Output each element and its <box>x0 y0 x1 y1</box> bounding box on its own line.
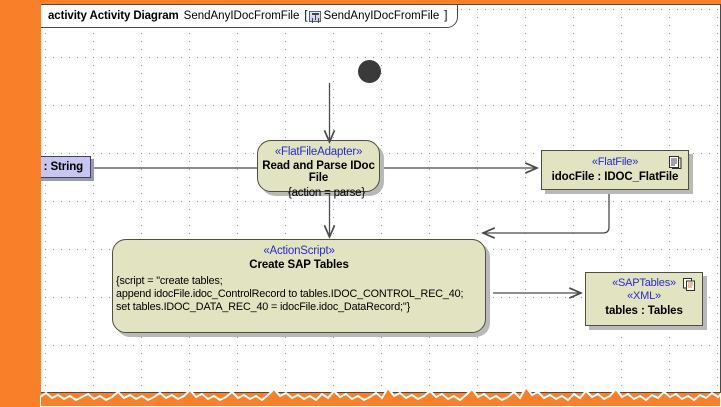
object-node-tables[interactable]: «SAPTables» «XML» tables : Tables <box>585 272 703 326</box>
object-node-idocfile[interactable]: «FlatFile» idocFile : IDOC_FlatFile <box>541 150 689 190</box>
action-name: Create SAP Tables <box>249 259 349 271</box>
activity-diagram-icon <box>308 10 321 22</box>
diagram-name: SendAnyIDocFromFile <box>183 10 300 22</box>
bracket-open: [ <box>304 10 308 22</box>
initial-node[interactable] <box>358 60 381 83</box>
action-constraint: {action = parse} <box>287 187 365 199</box>
bracket-close: ] <box>444 10 448 22</box>
action-script-line: set tables.IDOC_DATA_REC_40 = idocFile.i… <box>116 301 411 314</box>
torn-paper-edge <box>40 385 721 407</box>
diagram-title-tab[interactable]: activity Activity Diagram SendAnyIDocFro… <box>41 5 459 28</box>
action-read-and-parse-idoc-file[interactable]: «FlatFileAdapter» Read and Parse IDoc Fi… <box>257 140 380 199</box>
object-stereotype: «FlatFile» <box>591 156 639 168</box>
action-name: Read and Parse IDoc File <box>262 160 375 184</box>
action-stereotype: «ActionScript» <box>263 245 335 257</box>
action-create-sap-tables[interactable]: «ActionScript» Create SAP Tables {script… <box>112 239 486 333</box>
activity-diagram-frame: activity Activity Diagram SendAnyIDocFro… <box>40 4 721 393</box>
object-name: idocFile : IDOC_FlatFile <box>551 171 679 183</box>
canvas-left-margin <box>0 0 41 407</box>
diagram-keyword: activity Activity Diagram <box>48 10 179 22</box>
document-icon <box>669 156 682 169</box>
object-name: tables : Tables <box>605 305 683 317</box>
action-script-line: {script = "create tables; <box>116 275 223 287</box>
multi-document-icon <box>683 278 695 291</box>
action-stereotype: «FlatFileAdapter» <box>274 146 363 158</box>
object-stereotype: «XML» <box>627 290 661 302</box>
canvas-top-margin <box>40 0 721 4</box>
action-script-line: append idocFile.idoc_ControlRecord to ta… <box>116 288 464 301</box>
bracket-diagram-name: SendAnyIDocFromFile <box>323 10 440 22</box>
object-stereotype: «SAPTables» <box>612 277 676 289</box>
